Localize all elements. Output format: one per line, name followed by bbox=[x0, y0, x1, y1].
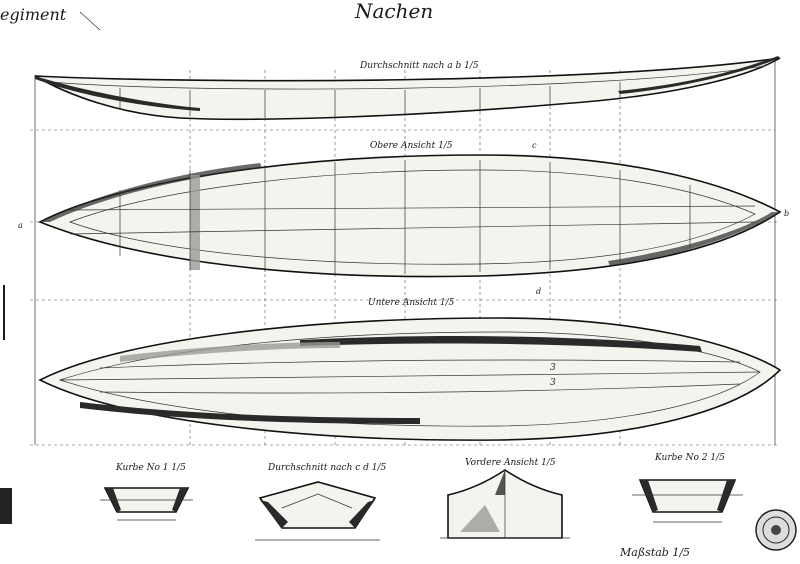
label-longitudinal-section: Durchschnitt nach a b 1/5 bbox=[359, 61, 479, 71]
marker-c: c bbox=[532, 141, 537, 150]
left-margin-marks bbox=[0, 285, 12, 524]
marker-d: d bbox=[536, 287, 541, 296]
marker-a: a bbox=[18, 221, 23, 230]
bottom-view bbox=[38, 317, 782, 441]
frame-1-drawing bbox=[100, 487, 193, 521]
corner-text: egiment bbox=[0, 5, 67, 24]
marker-3-upper: 3 bbox=[550, 363, 556, 373]
seal-stamp-icon bbox=[755, 509, 797, 551]
label-top-view: Obere Ansicht 1/5 bbox=[370, 141, 453, 151]
label-cross-section: Durchschnitt nach c d 1/5 bbox=[267, 463, 387, 473]
label-bottom-view: Untere Ansicht 1/5 bbox=[368, 298, 455, 308]
longitudinal-section-view bbox=[34, 56, 781, 121]
label-frame-1: Kurbe No 1 1/5 bbox=[115, 463, 186, 473]
top-view bbox=[38, 154, 782, 278]
marker-b: b bbox=[784, 209, 789, 218]
scale-note: Maßstab 1/5 bbox=[619, 546, 690, 559]
sheet-title: Nachen bbox=[354, 0, 433, 23]
label-frame-2: Kurbe No 2 1/5 bbox=[654, 453, 725, 463]
cross-section-drawing bbox=[255, 481, 380, 541]
front-view-drawing bbox=[440, 469, 570, 539]
label-front-view: Vordere Ansicht 1/5 bbox=[465, 458, 556, 468]
marker-3-lower: 3 bbox=[550, 378, 556, 388]
frame-2-drawing bbox=[632, 479, 743, 523]
